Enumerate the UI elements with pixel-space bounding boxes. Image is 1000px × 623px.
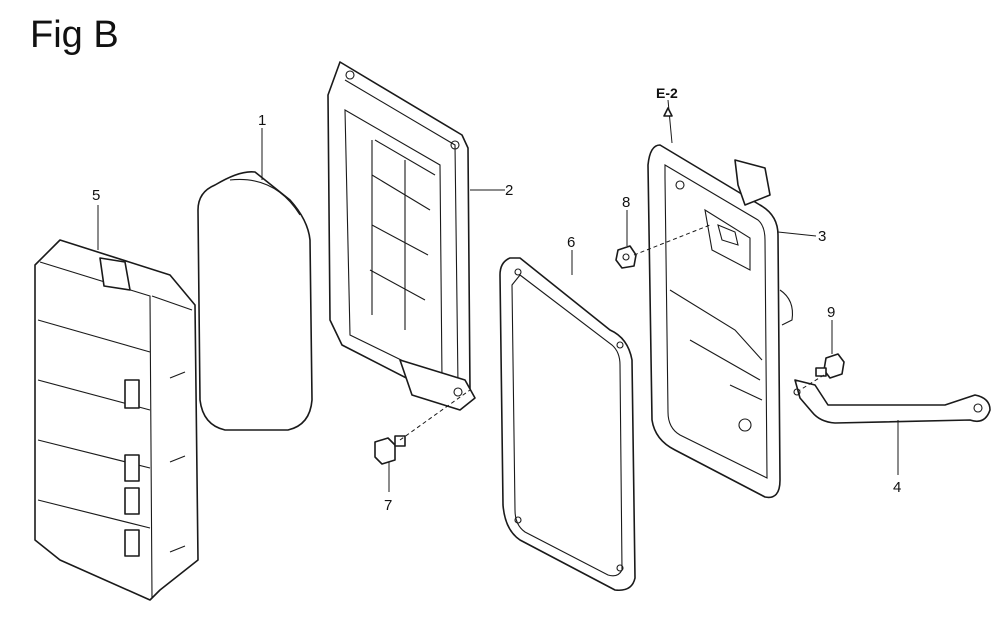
callout-6: 6 [567,234,575,251]
figure-title: Fig B [30,14,119,56]
part-8-nut [615,245,637,269]
callout-1: 1 [258,112,266,129]
assembly-guide-lines [399,224,825,441]
part-7-bolt [374,435,406,465]
part-9-bolt [815,353,845,379]
part-2-air-cleaner-case [327,61,476,411]
reference-e2: E-2 [656,85,678,101]
callout-2: 2 [505,182,513,199]
part-5-air-cleaner-cover [34,239,199,601]
callout-5: 5 [92,187,100,204]
part-6-gasket [499,257,636,592]
callout-4: 4 [893,479,901,496]
callout-3: 3 [818,228,826,245]
part-3-base-plate [647,144,794,499]
callout-7: 7 [384,497,392,514]
callout-8: 8 [622,194,630,211]
part-1-filter-element [197,170,313,431]
part-4-bracket [793,379,991,424]
leader-lines [97,99,899,492]
callout-9: 9 [827,304,835,321]
